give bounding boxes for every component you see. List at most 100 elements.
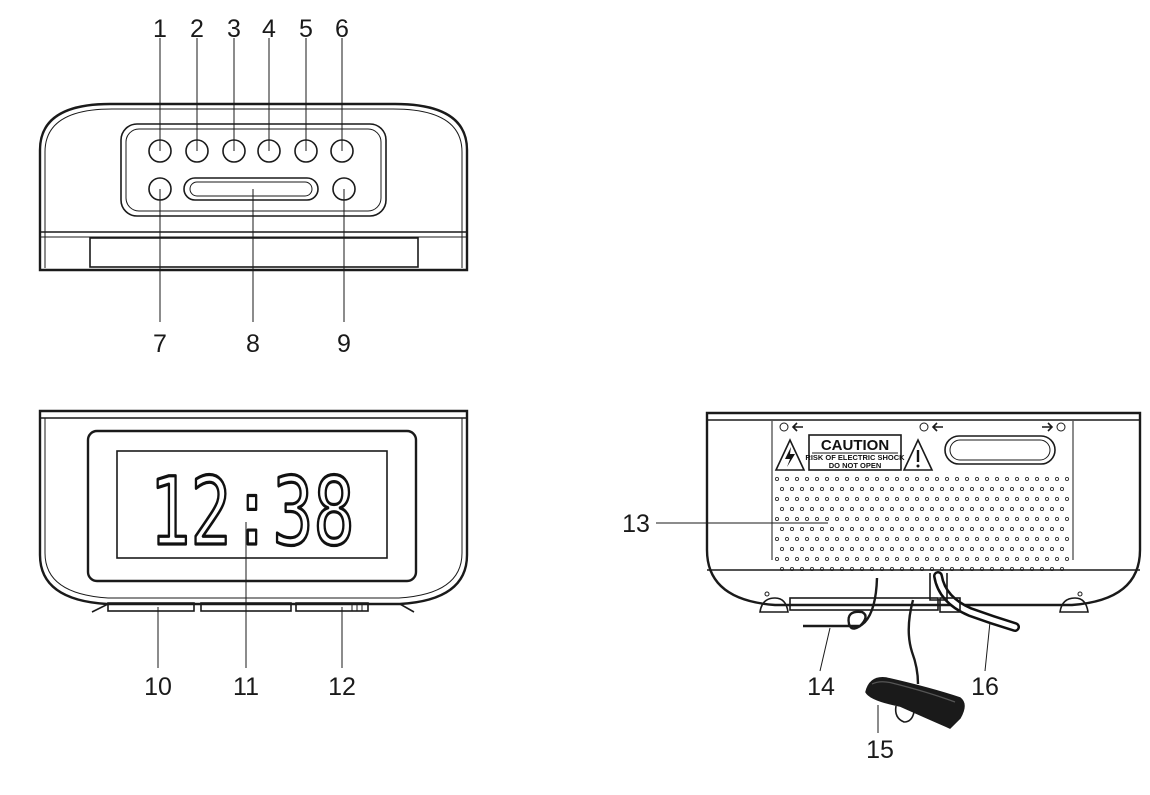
grille-hole xyxy=(979,546,985,552)
grille-hole xyxy=(859,506,865,512)
grille-hole xyxy=(864,536,870,542)
remote-button-base xyxy=(894,705,915,723)
callout-16: 16 xyxy=(971,673,999,701)
grille-hole xyxy=(944,536,950,542)
grille-hole xyxy=(814,516,820,522)
grille-hole xyxy=(984,496,990,502)
grille-hole xyxy=(784,476,790,482)
grille-hole xyxy=(994,556,1000,562)
grille-hole xyxy=(859,546,865,552)
grille-hole xyxy=(799,546,805,552)
grille-hole xyxy=(1049,546,1055,552)
cable-channel xyxy=(789,597,939,611)
callout-5: 5 xyxy=(299,15,313,43)
back-foot-left xyxy=(759,597,789,613)
callout-15: 15 xyxy=(866,736,894,764)
grille-hole xyxy=(989,546,995,552)
grille-hole xyxy=(1039,486,1045,492)
grille-hole xyxy=(869,526,875,532)
grille-hole xyxy=(829,506,835,512)
grille-hole xyxy=(974,516,980,522)
grille-hole xyxy=(929,486,935,492)
grille-hole xyxy=(884,516,890,522)
grille-hole xyxy=(1034,476,1040,482)
grille-hole xyxy=(1024,496,1030,502)
grille-hole xyxy=(1044,516,1050,522)
back-view-body xyxy=(705,411,1142,607)
grille-hole xyxy=(914,516,920,522)
grille-hole xyxy=(1064,476,1070,482)
grille-hole xyxy=(889,486,895,492)
grille-hole xyxy=(959,546,965,552)
grille-hole xyxy=(854,516,860,522)
lock-icon xyxy=(919,422,929,432)
grille-hole xyxy=(969,506,975,512)
grille-hole xyxy=(774,556,780,562)
grille-hole xyxy=(1034,496,1040,502)
grille-hole xyxy=(814,496,820,502)
grille-hole xyxy=(984,516,990,522)
grille-hole xyxy=(859,486,865,492)
grille-hole xyxy=(834,556,840,562)
grille-hole xyxy=(844,516,850,522)
grille-hole xyxy=(934,476,940,482)
grille-hole xyxy=(1014,516,1020,522)
grille-hole xyxy=(864,516,870,522)
grille-hole xyxy=(904,496,910,502)
callout-7: 7 xyxy=(153,330,167,358)
callout-10: 10 xyxy=(144,673,172,701)
grille-hole xyxy=(1049,486,1055,492)
grille-hole xyxy=(944,476,950,482)
grille-hole xyxy=(1014,536,1020,542)
grille-hole xyxy=(869,506,875,512)
grille-hole xyxy=(1014,496,1020,502)
grille-hole xyxy=(894,476,900,482)
grille-hole xyxy=(934,556,940,562)
grille-hole xyxy=(824,556,830,562)
grille-hole xyxy=(869,486,875,492)
grille-hole xyxy=(899,526,905,532)
grille-hole xyxy=(1064,556,1070,562)
grille-hole xyxy=(844,476,850,482)
grille-hole xyxy=(1004,536,1010,542)
grille-hole xyxy=(1054,496,1060,502)
grille-hole xyxy=(819,506,825,512)
grille-hole xyxy=(989,526,995,532)
grille-hole xyxy=(814,536,820,542)
grille-hole xyxy=(954,556,960,562)
grille-hole xyxy=(954,496,960,502)
top-view-inner-outline xyxy=(44,108,463,268)
grille-hole xyxy=(829,546,835,552)
grille-hole xyxy=(1059,486,1065,492)
grille-hole xyxy=(1024,516,1030,522)
lock-icon xyxy=(1056,422,1066,432)
grille-hole xyxy=(849,486,855,492)
grille-hole xyxy=(1014,556,1020,562)
grille-hole xyxy=(839,546,845,552)
grille-hole xyxy=(894,496,900,502)
grille-hole xyxy=(889,546,895,552)
grille-hole xyxy=(874,516,880,522)
grille-hole xyxy=(919,526,925,532)
grille-hole xyxy=(894,536,900,542)
remote-button-15[interactable] xyxy=(865,677,965,729)
grille-hole xyxy=(929,506,935,512)
button-8-bar[interactable] xyxy=(183,177,319,201)
grille-hole xyxy=(1054,536,1060,542)
top-view-body xyxy=(38,102,469,272)
grille-hole xyxy=(844,556,850,562)
grille-hole xyxy=(999,506,1005,512)
grille-hole xyxy=(904,536,910,542)
grille-hole xyxy=(794,496,800,502)
callout-1: 1 xyxy=(153,15,167,43)
foot-slot-left xyxy=(107,602,195,612)
grille-hole xyxy=(1024,536,1030,542)
grille-hole xyxy=(889,506,895,512)
grille-hole xyxy=(894,516,900,522)
front-view: 12:38 10 11 12 xyxy=(38,409,469,701)
grille-hole xyxy=(924,536,930,542)
grille-hole xyxy=(879,546,885,552)
grille-hole xyxy=(974,536,980,542)
grille-hole xyxy=(824,476,830,482)
grille-hole xyxy=(779,546,785,552)
